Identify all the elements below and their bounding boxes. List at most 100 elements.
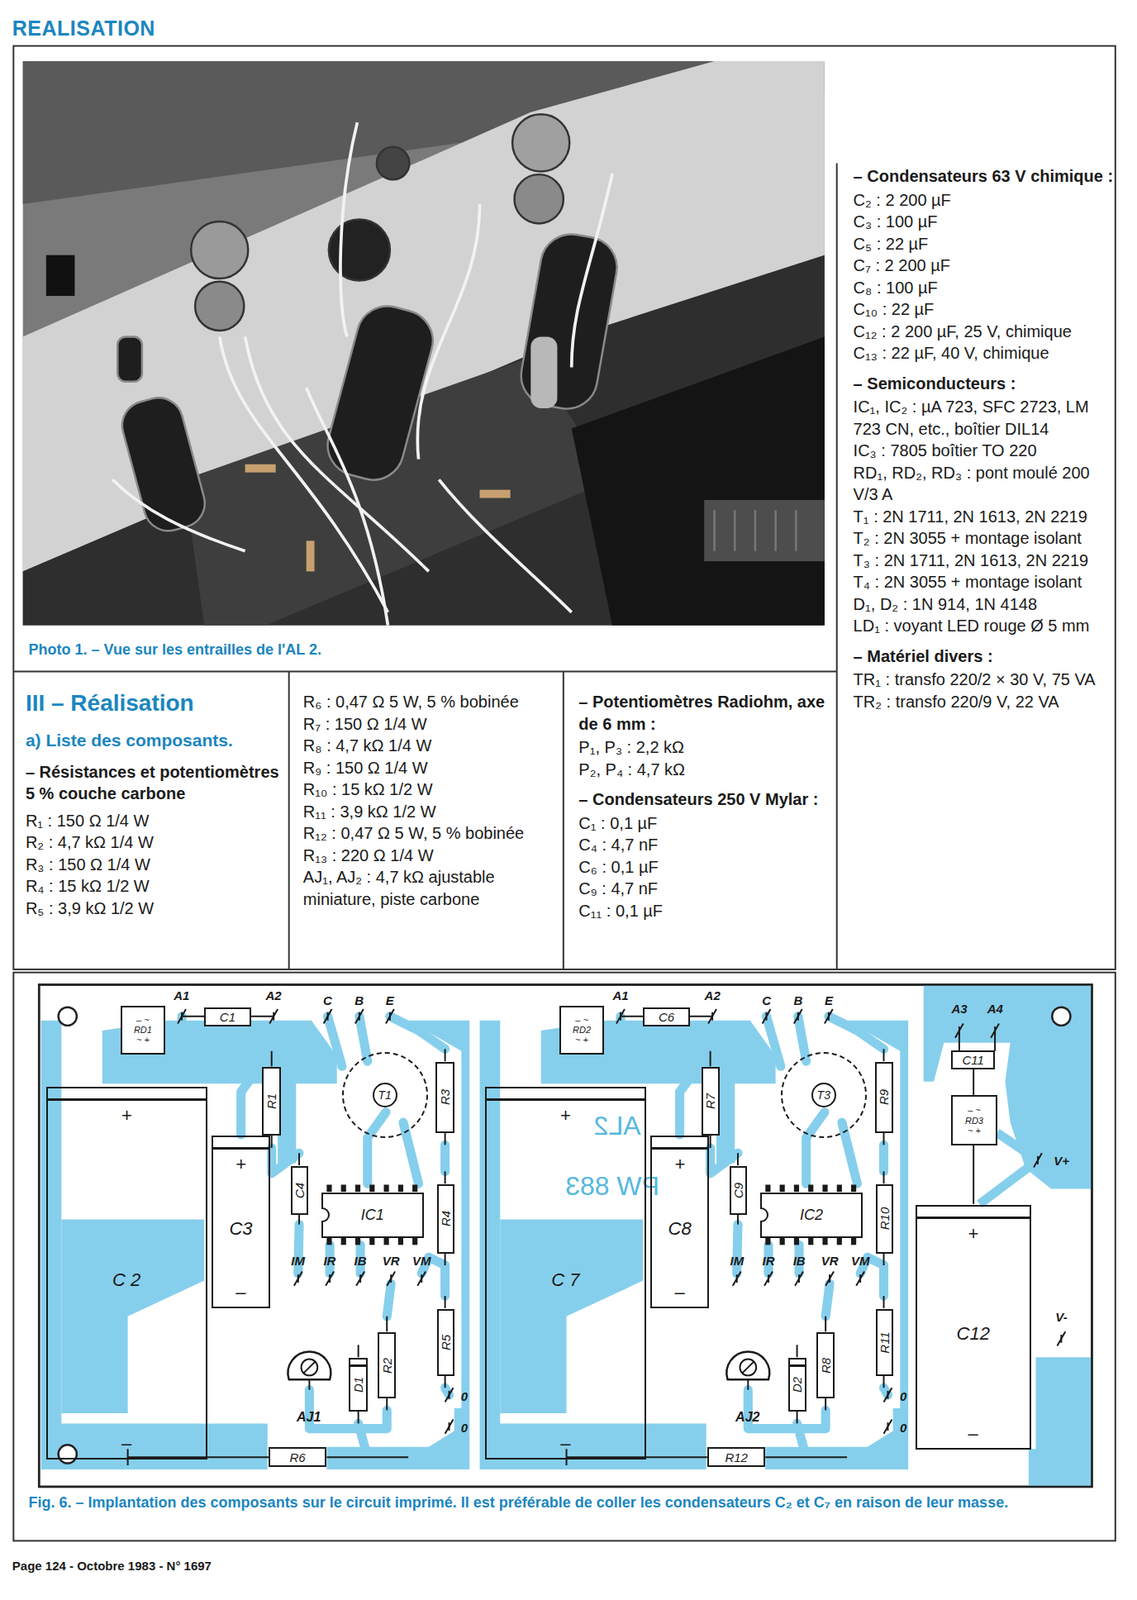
parts-list-item: T₁ : 2N 1711, 2N 1613, 2N 2219 [853,505,1116,529]
component-box: R7 [701,1066,720,1136]
component-box: R8 [816,1332,835,1399]
pin-label: E [385,994,395,1007]
component-label: + [967,1224,979,1243]
component-label: C12 [956,1324,990,1343]
pin-label: VR [382,1254,400,1267]
pin-label: VM [851,1254,871,1267]
pin-label: IM [290,1254,305,1267]
component-label: – ~ [136,1014,150,1025]
parts-list-item: D₁, D₂ : 1N 914, 1N 4148 [853,593,1116,616]
parts-list-item: R₁₁ : 3,9 kΩ 1/2 W [303,800,559,824]
component-label: C1 [219,1010,236,1023]
parts-list-item: C₁₀ : 22 µF [853,298,1116,321]
parts-list-item: RD₁, RD₂, RD₃ : pont moulé 200 V/3 A [853,461,1116,506]
component-box: R12 [707,1446,766,1466]
parts-list-item: P₁, P₃ : 2,2 kΩ [578,736,834,759]
pin-label: IB [793,1254,806,1267]
ic-package: IC2 [760,1192,863,1239]
parts-list-item: T₃ : 2N 1711, 2N 1613, 2N 2219 [853,549,1116,572]
component-label: AJ1 [296,1410,321,1424]
parts-list-item: T₄ : 2N 3055 + montage isolant [853,570,1116,594]
component-label: R10 [878,1207,891,1231]
component-label: RD1 [133,1024,153,1035]
component-box: C9 [729,1165,747,1215]
photo-illustration [22,61,824,626]
transistor-outline: T3 [780,1051,867,1138]
parts-column: III – Réalisationa) Liste des composants… [25,689,288,920]
component-box: R11 [875,1308,894,1377]
pin-label: A2 [704,989,721,1002]
parts-list-item: AJ₁, AJ₂ : 4,7 kΩ ajustable miniature, p… [303,865,559,910]
component-label: C6 [658,1010,675,1023]
parts-column: – Condensateurs 63 V chimique :C₂ : 2 20… [853,165,1116,713]
component-label: R7 [704,1093,717,1109]
pin-label: C [761,994,771,1007]
pin-label: B [793,994,803,1007]
component-label: – [560,1434,571,1453]
page-heading: REALISATION [12,16,156,41]
ic-package: IC1 [321,1192,424,1239]
component-label: – [235,1283,246,1302]
pin-label: IR [323,1254,336,1267]
pin-label: IB [354,1254,367,1267]
parts-list-item: C₅ : 22 µF [853,233,1116,256]
board-watermark: AL2 [594,1112,642,1139]
component-box: R4 [437,1184,455,1254]
component-label: + [674,1155,686,1174]
section-heading: – Condensateurs 63 V chimique : [853,165,1116,188]
component-label: C3 [228,1219,253,1238]
parts-list-item: R₈ : 4,7 kΩ 1/4 W [303,734,559,757]
parts-list-item: C₈ : 100 µF [853,276,1116,300]
component-label: R6 [289,1450,305,1464]
parts-list-item: R₂ : 4,7 kΩ 1/4 W [25,831,288,854]
component-box: R5 [437,1308,455,1377]
component-label: – ~ [575,1014,589,1025]
trimmer-symbol: AJ2 [708,1332,786,1424]
capacitor-outline: + C8 – [650,1135,710,1309]
parts-list-item: C₇ : 2 200 µF [853,254,1116,277]
component-label: R9 [877,1089,890,1105]
component-label: – [675,1283,686,1302]
pin-label: A4 [987,1002,1004,1015]
parts-list-item: C₁₃ : 22 µF, 40 V, chimique [853,342,1116,365]
component-label: R2 [380,1356,394,1373]
component-label: C 2 [112,1270,141,1290]
component-label: – [968,1424,979,1443]
parts-list-item: R₁₃ : 220 Ω 1/4 W [303,844,559,867]
pin-label: V- [1055,1310,1067,1323]
pin-label: B [354,994,364,1007]
component-label: – ~ [967,1104,981,1115]
parts-list-item: R₁₂ : 0,47 Ω 5 W, 5 % bobinée [303,822,559,845]
bridge-rectifier: – ~RD3~ + [951,1094,998,1146]
component-label: C8 [668,1219,692,1238]
component-label: – [121,1434,132,1453]
parts-list-item: T₂ : 2N 3055 + montage isolant [853,527,1116,550]
capacitor-outline: + C 2 – [46,1086,208,1460]
component-label: R11 [878,1331,891,1353]
transistor-outline: T1 [342,1051,429,1138]
parts-list-item: C₃ : 100 µF [853,210,1116,234]
component-label: + [560,1106,571,1125]
component-label: C 7 [551,1270,580,1290]
parts-list-item: C₁ : 0,1 µF [578,812,834,835]
section-heading: a) Liste des composants. [25,728,288,752]
component-box: R3 [435,1061,454,1133]
component-label: R1 [265,1093,278,1109]
parts-list-item: TR₁ : transfo 220/2 × 30 V, 75 VA [853,668,1116,691]
component-label: RD3 [965,1115,984,1126]
pcb-layout [38,984,1092,1486]
parts-list-item: R₄ : 15 kΩ 1/2 W [25,875,288,898]
parts-column: R₆ : 0,47 Ω 5 W, 5 % bobinéeR₇ : 150 Ω 1… [303,690,559,910]
bridge-rectifier: – ~RD2~ + [559,1005,605,1055]
parts-list-item: TR₂ : transfo 220/9 V, 22 VA [853,690,1116,714]
pin-label: VR [821,1254,839,1267]
parts-list-item: IC₃ : 7805 boîtier TO 220 [853,439,1116,462]
page-footer: Page 124 - Octobre 1983 - N° 1697 [12,1558,212,1573]
photo-caption: Photo 1. – Vue sur les entrailles de l'A… [28,641,322,659]
component-label: + [121,1106,133,1125]
parts-list-item: R₅ : 3,9 kΩ 1/2 W [25,897,288,920]
component-box: R1 [261,1066,281,1136]
pin-label: 0 [461,1420,468,1433]
component-label: T3 [811,1082,837,1108]
